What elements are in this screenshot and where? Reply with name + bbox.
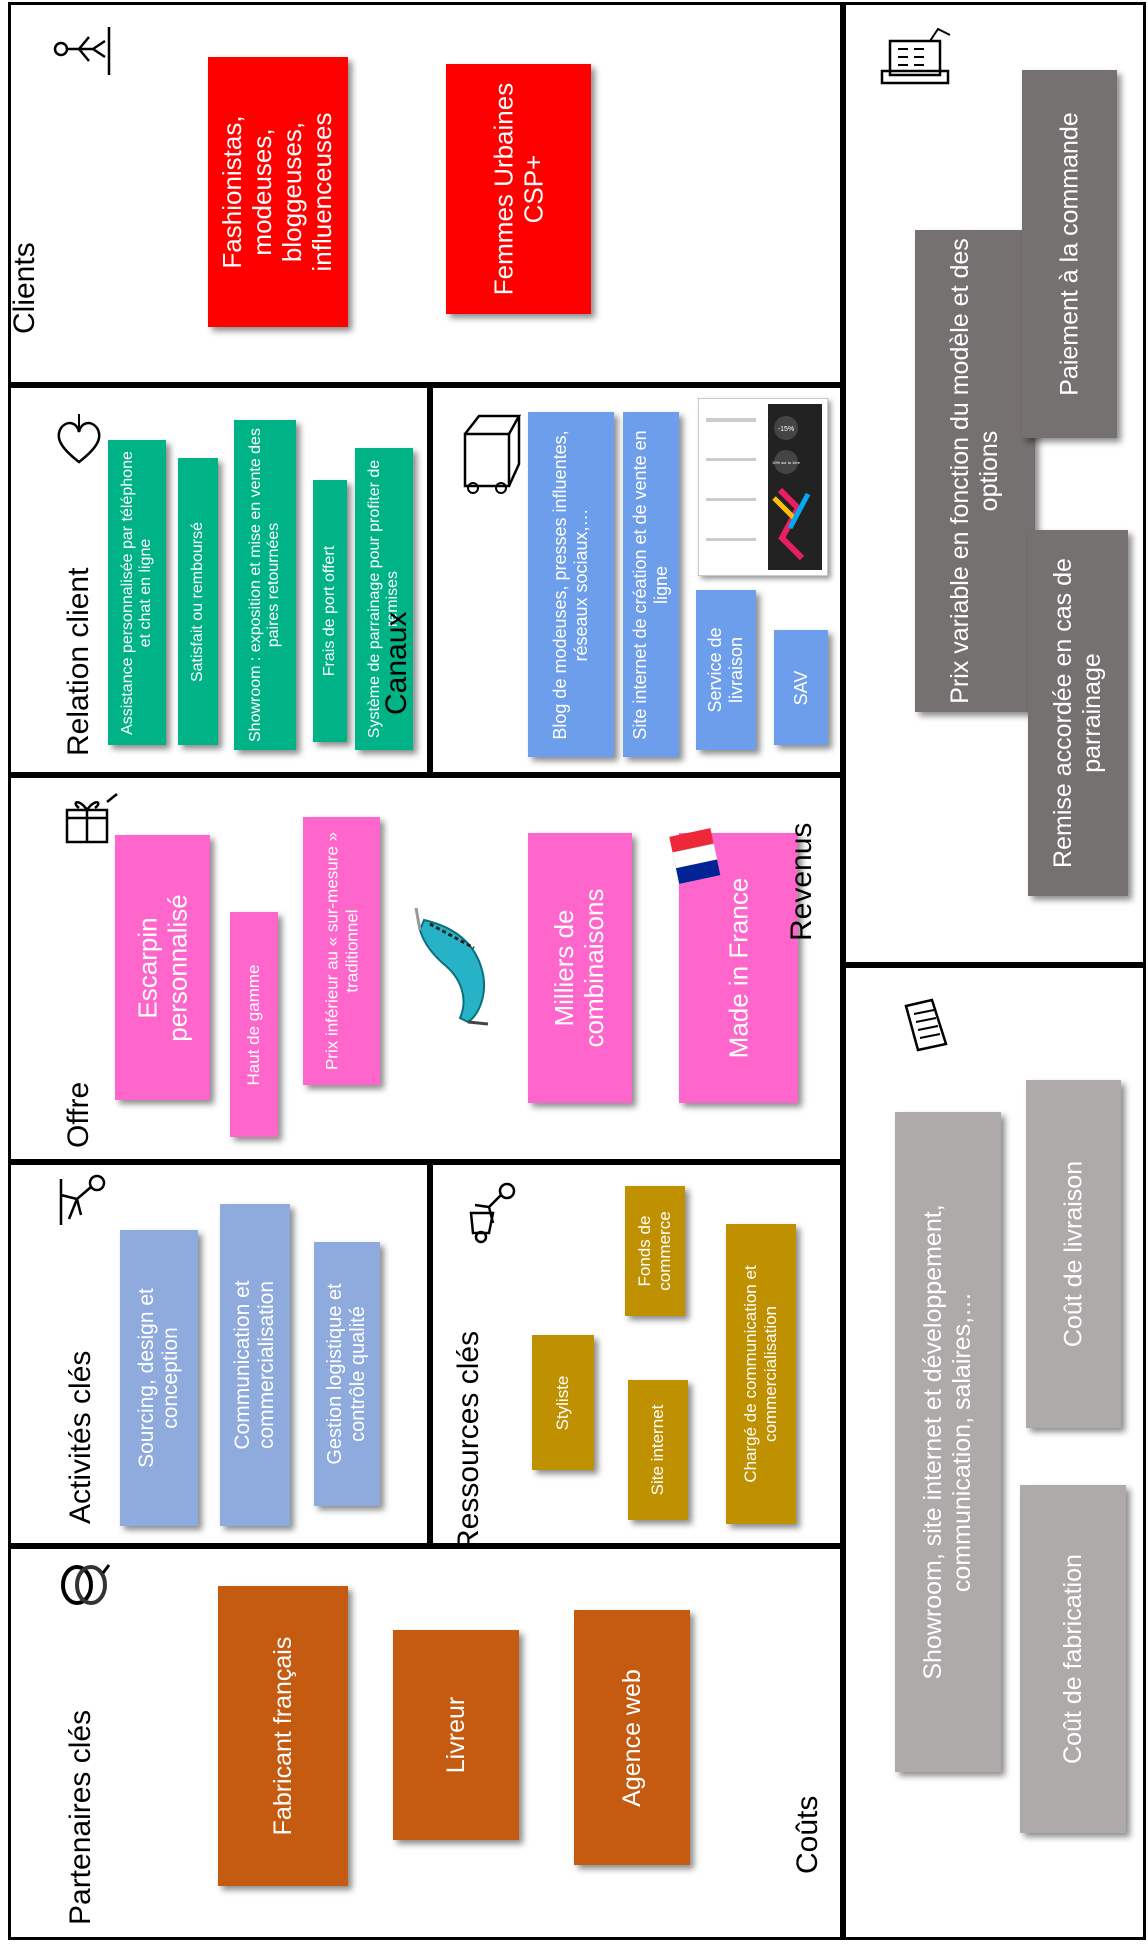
partner-box-fabricant: Fabricant français	[218, 1586, 348, 1886]
resource-box-styliste: Styliste	[532, 1335, 594, 1470]
revenue-box-remise: Remise accordée en cas de parrainage	[1028, 530, 1128, 896]
receipt-icon	[892, 992, 958, 1058]
worker-icon	[47, 1169, 113, 1235]
resource-box-charge: Chargé de communication et commercialisa…	[726, 1224, 796, 1524]
section-clients: Clients	[8, 2, 843, 385]
partner-box-agence: Agence web	[574, 1610, 690, 1865]
channel-box-sav: SAV	[774, 630, 828, 745]
heart-icon	[49, 408, 115, 474]
activity-label: Communication et commercialisation	[230, 1280, 278, 1450]
relation-box-satisfait: Satisfait ou remboursé	[178, 458, 218, 745]
promo-badge-1: -15%	[778, 426, 794, 433]
channel-label: Blog de modeuses, presses influentes, ré…	[550, 429, 591, 740]
relation-label: Assistance personnalisée par téléphone e…	[118, 450, 154, 735]
resource-label: Styliste	[553, 1375, 573, 1430]
activity-box-logistique: Gestion logistique et contrôle qualité	[314, 1242, 380, 1506]
revenue-label: Prix variable en fonction du modèle et d…	[946, 238, 1003, 704]
revenue-label: Remise accordée en cas de parrainage	[1049, 558, 1106, 868]
revenue-box-paiement: Paiement à la commande	[1022, 70, 1117, 438]
activity-label: Sourcing, design et conception	[134, 1288, 182, 1468]
partner-label: Livreur	[441, 1696, 470, 1774]
cost-label: Coût de fabrication	[1058, 1554, 1087, 1764]
section-title: Clients	[7, 242, 41, 334]
partner-label: Agence web	[617, 1668, 646, 1807]
cost-label: Coût de livraison	[1059, 1160, 1088, 1348]
section-title: Relation client	[61, 567, 95, 756]
client-label: Fashionistas, modeuses, bloggeuses, infl…	[217, 112, 337, 272]
gift-icon	[57, 788, 123, 854]
section-title: Revenus	[784, 822, 818, 941]
relation-box-assistance: Assistance personnalisée par téléphone e…	[108, 440, 166, 745]
offer-label: Escarpin personnalisé	[131, 893, 192, 1042]
relation-box-frais: Frais de port offert	[313, 480, 347, 742]
offer-label: Prix inférieur au « sur-mesure » traditi…	[321, 831, 361, 1071]
client-box-femmes: Femmes Urbaines CSP+	[446, 64, 591, 314]
relation-box-parrainage: Système de parrainage pour profiter de r…	[355, 448, 413, 750]
relation-label: Showroom : exposition et mise en vente d…	[246, 428, 282, 742]
person-icon	[49, 19, 115, 85]
client-box-fashionistas: Fashionistas, modeuses, bloggeuses, infl…	[208, 57, 348, 327]
partner-label: Fabricant français	[268, 1636, 297, 1836]
revenue-label: Paiement à la commande	[1055, 112, 1084, 396]
section-partenaires: Partenaires clés	[8, 1546, 843, 1940]
partner-box-livreur: Livreur	[393, 1630, 519, 1840]
cost-label: Showroom, site internet et développement…	[919, 1204, 976, 1680]
client-label: Femmes Urbaines CSP+	[487, 82, 548, 296]
offer-box-prix: Prix inférieur au « sur-mesure » traditi…	[303, 817, 380, 1085]
cost-box-fabrication: Coût de fabrication	[1020, 1485, 1126, 1833]
channel-label: SAV	[790, 670, 811, 705]
cash-register-icon	[876, 21, 956, 91]
section-title: Ressources clés	[451, 1330, 485, 1551]
offer-label: Milliers de combinaisons	[549, 888, 609, 1048]
resource-box-fonds: Fonds de commerce	[625, 1186, 685, 1316]
cost-box-livraison: Coût de livraison	[1026, 1080, 1121, 1428]
relation-label: Frais de port offert	[320, 545, 338, 677]
resource-label: Chargé de communication et commercialisa…	[741, 1265, 780, 1483]
activity-box-sourcing: Sourcing, design et conception	[120, 1230, 198, 1526]
offer-label: Haut de gamme	[244, 964, 264, 1085]
activity-label: Gestion logistique et contrôle qualité	[324, 1283, 369, 1465]
worker-with-wheelbarrow-icon	[459, 1179, 525, 1245]
shoe-image	[414, 907, 489, 1026]
channel-label: Service de livraison	[705, 627, 746, 713]
revenue-box-prix-variable: Prix variable en fonction du modèle et d…	[915, 230, 1035, 712]
relation-label: Satisfait ou remboursé	[188, 521, 206, 682]
relation-box-showroom: Showroom : exposition et mise en vente d…	[234, 420, 296, 750]
offer-box-haut-de-gamme: Haut de gamme	[230, 912, 278, 1137]
channel-box-blog: Blog de modeuses, presses influentes, ré…	[528, 412, 614, 757]
section-title: Canaux	[379, 611, 413, 715]
french-flag-icon	[669, 828, 721, 884]
resource-label: Site internet	[648, 1404, 668, 1496]
channel-box-site: Site internet de création et de vente en…	[623, 412, 679, 757]
rings-icon	[51, 1555, 117, 1621]
section-title: Coûts	[790, 1795, 824, 1874]
resource-label: Fonds de commerce	[635, 1211, 674, 1291]
promo-badge-2: 10% sur la 1ère	[772, 460, 801, 465]
offer-box-milliers: Milliers de combinaisons	[528, 833, 632, 1103]
activity-box-communication: Communication et commercialisation	[220, 1204, 290, 1526]
section-title: Offre	[61, 1081, 95, 1148]
truck-icon	[455, 404, 527, 496]
resource-box-site: Site internet	[628, 1380, 688, 1520]
section-title: Activités clés	[63, 1350, 97, 1524]
offer-box-escarpin: Escarpin personnalisé	[115, 835, 210, 1100]
channel-box-livraison: Service de livraison	[696, 590, 756, 750]
channel-label: Site internet de création et de vente en…	[630, 429, 671, 740]
cost-box-showroom: Showroom, site internet et développement…	[895, 1112, 1001, 1772]
website-screenshot-image: -15% 10% sur la 1ère	[698, 398, 828, 576]
